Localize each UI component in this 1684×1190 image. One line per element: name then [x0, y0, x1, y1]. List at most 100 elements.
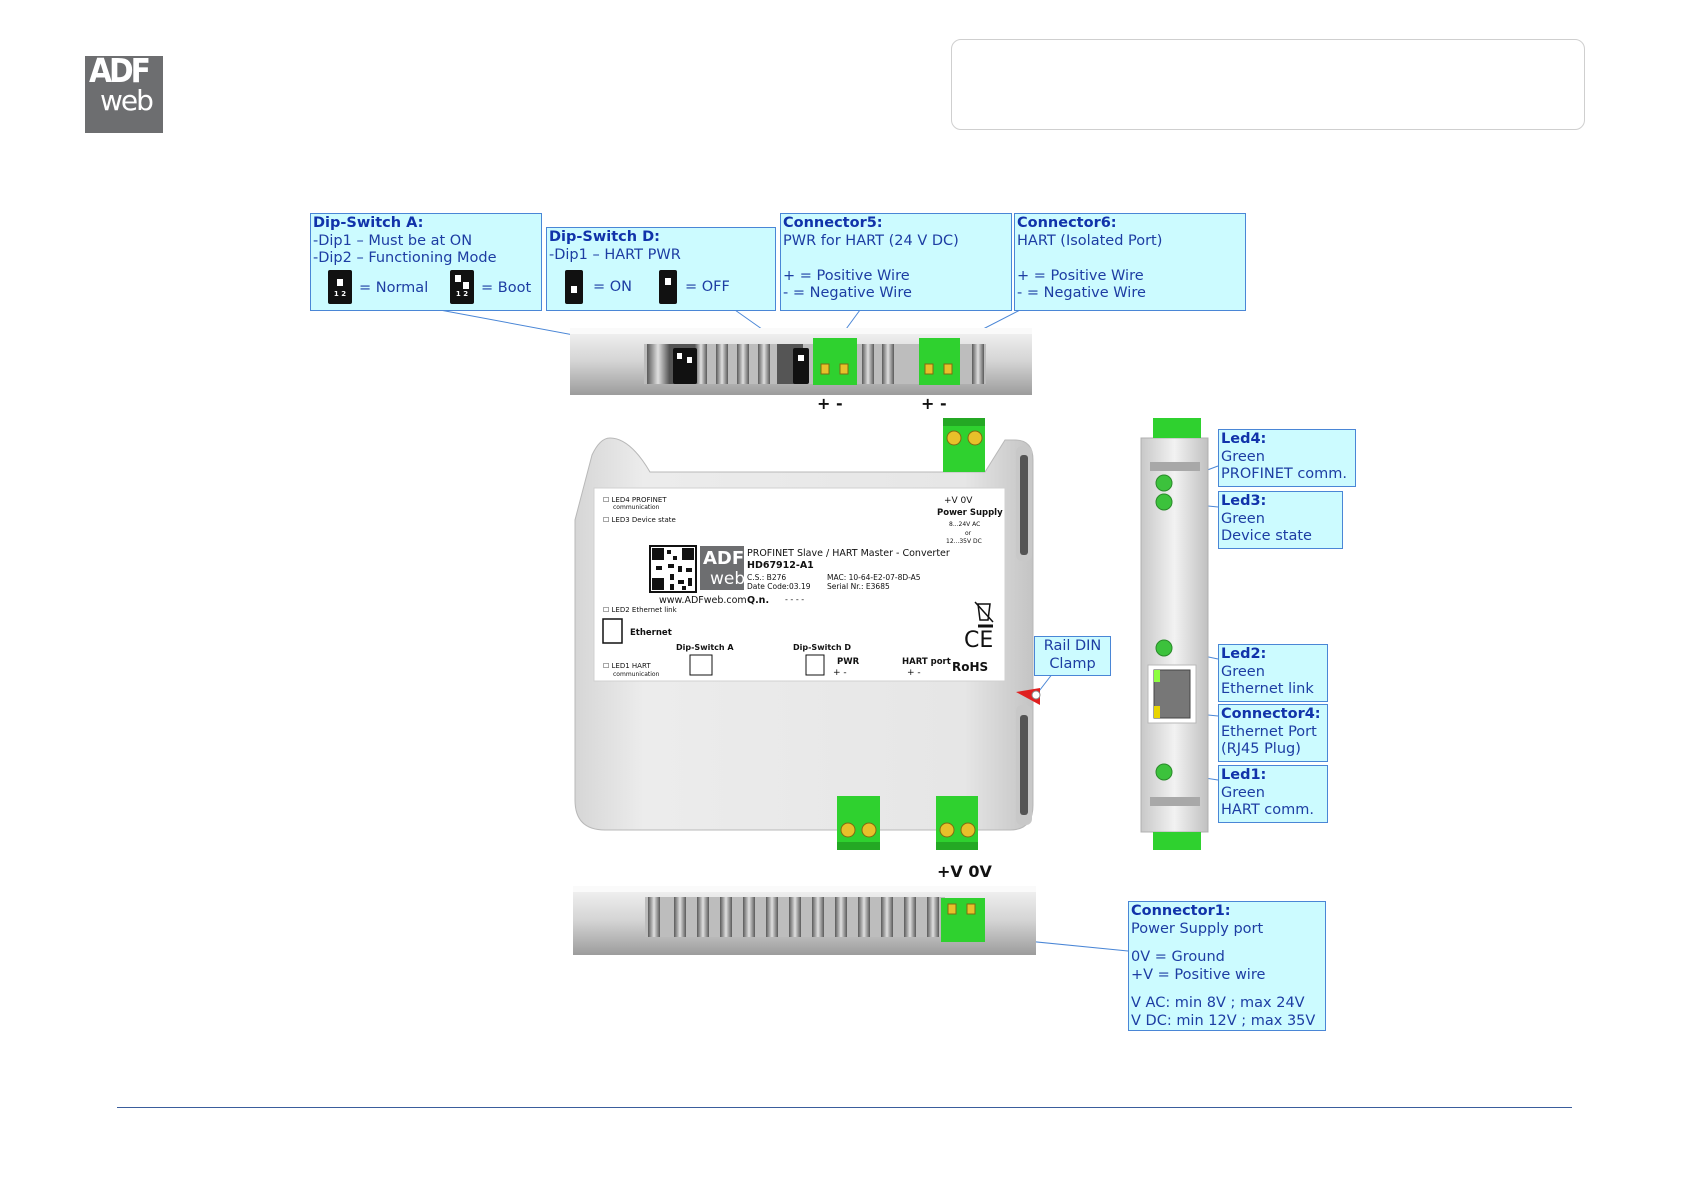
callout-led3-line1: Green — [1221, 510, 1265, 527]
adfweb-logo: ADF web — [85, 51, 163, 133]
callout-connector4-line2: (RJ45 Plug) — [1221, 741, 1301, 757]
callout-led2-title: Led2: — [1221, 646, 1267, 662]
callout-dip-switch-d-title: Dip-Switch D: — [549, 229, 660, 245]
callout-connector1-line1: Power Supply port — [1131, 920, 1264, 937]
label-hart-port: HART port — [902, 657, 951, 667]
label-power-ac: 8...24V AC — [949, 521, 981, 528]
callout-dip-switch-a-line1: -Dip1 – Must be at ON — [313, 232, 473, 249]
callout-led4-line1: Green — [1221, 448, 1265, 465]
svg-text:ADF: ADF — [703, 548, 744, 569]
label-power-title: Power Supply — [937, 508, 1003, 518]
label-power-dc: 12...35V DC — [946, 538, 982, 545]
label-led1-sub: communication — [613, 671, 660, 678]
callout-rail-din-clamp: Rail DIN Clamp — [1034, 636, 1111, 676]
label-pwr-polarity: + - — [833, 668, 847, 678]
callout-led3-line2: Device state — [1221, 528, 1312, 544]
callout-connector1-line5: V DC: min 12V ; max 35V — [1131, 1012, 1316, 1029]
front-view-body: ADF web — [574, 418, 1041, 850]
connector6-polarity-label: + - — [921, 394, 947, 413]
label-mac: MAC: 10-64-E2-07-8D-A5 — [827, 573, 921, 582]
label-url: www.ADFweb.com — [659, 595, 747, 606]
ce-mark: CE — [964, 628, 994, 653]
callout-connector5-line1: PWR for HART (24 V DC) — [783, 232, 959, 249]
label-serial: Serial Nr.: E3685 — [827, 582, 890, 591]
callout-led3-title: Led3: — [1221, 493, 1267, 509]
top-rail-view — [570, 328, 1032, 395]
bottom-rail-view — [573, 886, 1036, 955]
callout-connector4-title: Connector4: — [1221, 706, 1321, 722]
callout-connector6-line1: HART (Isolated Port) — [1017, 232, 1163, 249]
label-led3: ☐ LED3 Device state — [603, 516, 676, 524]
callout-connector5-line2: + = Positive Wire — [783, 267, 910, 284]
callout-connector5: Connector5: PWR for HART (24 V DC) + = P… — [780, 213, 1012, 311]
callout-dip-switch-a-title: Dip-Switch A: — [313, 215, 424, 231]
svg-text:web: web — [710, 569, 745, 589]
callout-dip-switch-a-boot: = Boot — [481, 280, 532, 296]
callout-connector1-title: Connector1: — [1131, 903, 1231, 919]
callout-connector5-title: Connector5: — [783, 215, 883, 231]
label-led4-sub: communication — [613, 504, 660, 511]
connector1-polarity-label: +V 0V — [937, 862, 992, 881]
callout-dip-switch-a: Dip-Switch A: -Dip1 – Must be at ON -Dip… — [310, 213, 542, 311]
label-date-code: Date Code:03.19 — [747, 582, 811, 591]
label-product: PROFINET Slave / HART Master - Converter — [747, 548, 950, 559]
label-power-or: or — [965, 530, 972, 537]
label-led1: ☐ LED1 HART — [603, 662, 651, 670]
callout-led1: Led1: Green HART comm. — [1218, 765, 1328, 823]
label-hart-polarity: + - — [907, 668, 921, 678]
label-led4-text: LED4 PROFINET — [611, 496, 667, 504]
callout-dip-switch-d-on: = ON — [593, 279, 633, 295]
callout-led2-line2: Ethernet link — [1221, 681, 1314, 697]
callout-connector1-line4: V AC: min 8V ; max 24V — [1131, 995, 1305, 1011]
label-power-voltage: +V 0V — [944, 496, 973, 506]
label-product-code: HD67912-A1 — [747, 560, 814, 571]
callout-led2-line1: Green — [1221, 663, 1265, 680]
label-pwr: PWR — [837, 657, 860, 667]
dip-off-icon — [659, 270, 677, 304]
callout-connector6: Connector6: HART (Isolated Port) + = Pos… — [1014, 213, 1246, 311]
callout-dip-switch-d-line1: -Dip1 – HART PWR — [549, 246, 681, 263]
label-cs: C.S.: B276 — [747, 573, 787, 582]
callout-rail-line2: Clamp — [1049, 655, 1096, 672]
label-dip-switch-a: Dip-Switch A — [676, 643, 734, 652]
callout-led2: Led2: Green Ethernet link — [1218, 644, 1328, 702]
dip-on-icon — [565, 270, 583, 304]
callout-rail-line1: Rail DIN — [1043, 638, 1102, 654]
label-ethernet: Ethernet — [630, 628, 672, 638]
label-qn-value: - - - - — [785, 595, 805, 604]
callout-connector6-line2: + = Positive Wire — [1017, 267, 1144, 284]
label-led2-text: LED2 Ethernet link — [611, 606, 677, 614]
callout-led1-line2: HART comm. — [1221, 802, 1315, 818]
callout-led3: Led3: Green Device state — [1218, 491, 1343, 549]
callout-dip-switch-a-normal: = Normal — [359, 280, 429, 296]
footer-divider — [117, 1107, 1572, 1108]
callout-connector6-line3: - = Negative Wire — [1017, 285, 1146, 301]
callout-led1-title: Led1: — [1221, 767, 1267, 783]
rohs-mark: RoHS — [952, 660, 989, 674]
header-frame — [951, 39, 1585, 130]
callout-dip-switch-d: Dip-Switch D: -Dip1 – HART PWR = ON = OF… — [546, 227, 776, 311]
dip-normal-icon: 1 2 — [328, 270, 352, 304]
callout-dip-switch-d-off: = OFF — [685, 279, 730, 295]
callout-connector1-line3: +V = Positive wire — [1131, 966, 1266, 983]
logo-text-web: web — [100, 84, 154, 117]
callout-led4-line2: PROFINET comm. — [1221, 466, 1348, 482]
side-view — [1140, 418, 1209, 850]
callout-connector4-line1: Ethernet Port — [1221, 723, 1317, 740]
label-led3-text: LED3 Device state — [611, 516, 676, 524]
label-led4: ☐ LED4 PROFINET — [603, 496, 667, 504]
logo-text-adf: ADF — [89, 51, 151, 90]
connector5-polarity-label: + - — [817, 394, 843, 413]
label-led2: ☐ LED2 Ethernet link — [603, 606, 677, 614]
label-dip-switch-d: Dip-Switch D — [793, 643, 852, 652]
label-led1-text: LED1 HART — [611, 662, 651, 670]
callout-led4-title: Led4: — [1221, 431, 1267, 447]
dip-boot-icon: 1 2 — [450, 270, 474, 304]
callout-connector1: Connector1: Power Supply port 0V = Groun… — [1128, 901, 1326, 1031]
callout-led1-line1: Green — [1221, 784, 1265, 801]
callout-led4: Led4: Green PROFINET comm. — [1218, 429, 1356, 487]
label-qn: Q.n. — [747, 595, 770, 606]
callout-dip-switch-a-line2: -Dip2 – Functioning Mode — [313, 250, 497, 266]
callout-connector6-title: Connector6: — [1017, 215, 1117, 231]
